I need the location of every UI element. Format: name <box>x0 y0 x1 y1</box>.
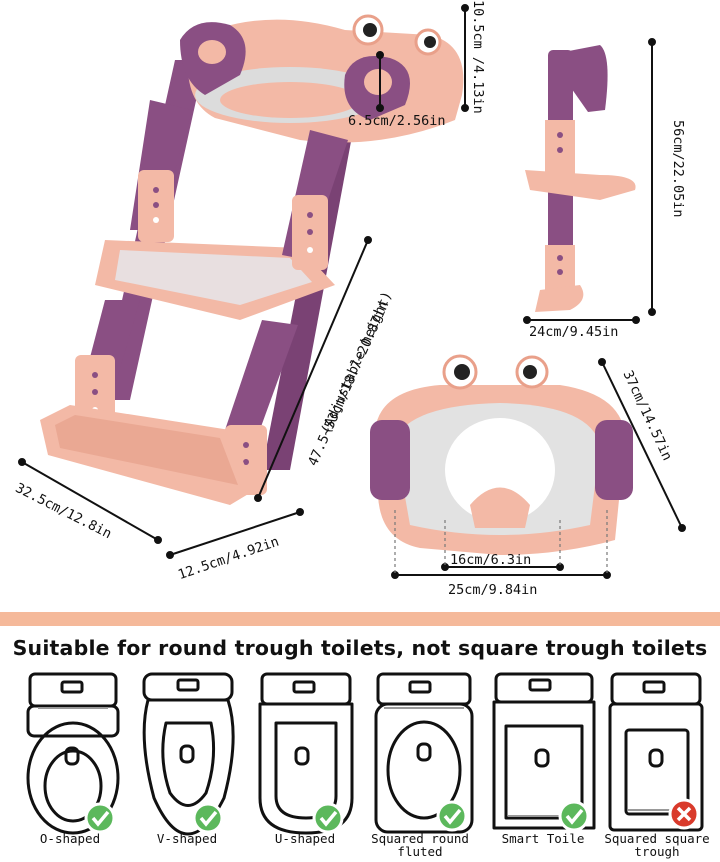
dim-gap-top: 6.5cm/2.56in <box>348 113 446 129</box>
dim-seat-outer: 25cm/9.84in <box>448 582 538 598</box>
dim-seat-inner: 16cm/6.3in <box>450 552 532 568</box>
divider-band <box>0 612 720 626</box>
toilet-u-shaped-icon <box>258 672 354 835</box>
toilet-label-o-shaped: O-shaped <box>39 831 101 846</box>
side-view-illustration <box>525 45 636 312</box>
dim-side-height: 56cm/22.05in <box>670 120 686 218</box>
toilet-smart-icon <box>492 672 596 832</box>
dim-height-top: 10.5cm /4.13in <box>470 0 486 114</box>
toilet-squared-square-trough-icon <box>608 672 704 832</box>
toilet-label-v-shaped: V-shaped <box>156 831 218 846</box>
seat-view-illustration <box>370 354 633 555</box>
toilet-squared-round-fluted-icon <box>374 672 474 834</box>
ladder-illustration <box>40 14 464 505</box>
product-illustration <box>18 4 686 579</box>
toilet-label-smart-toile: Smart Toile <box>501 831 585 846</box>
compatibility-headline: Suitable for round trough toilets, not s… <box>12 636 708 660</box>
toilet-o-shaped-icon <box>26 672 120 835</box>
toilet-label-squared-square-trough: Squared square trough <box>604 831 710 859</box>
toilet-label-u-shaped: U-shaped <box>274 831 336 846</box>
toilet-label-squared-round-fluted: Squared round fluted <box>371 831 469 859</box>
dim-side-depth: 24cm/9.45in <box>529 324 619 340</box>
toilet-v-shaped-icon <box>142 672 235 836</box>
